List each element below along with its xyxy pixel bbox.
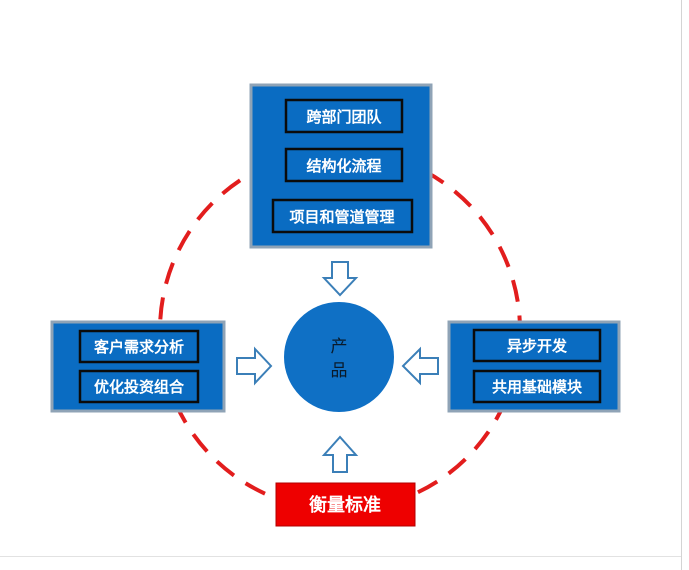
metric-label: 衡量标准: [309, 494, 381, 516]
top-item-box: [271, 198, 414, 234]
top-item-box: [284, 147, 404, 183]
arrow-up-icon: [321, 435, 359, 473]
arrow-left-icon: [401, 346, 439, 386]
left-panel: 客户需求分析 优化投资组合: [50, 320, 226, 413]
top-item-label: 跨部门团队: [306, 108, 382, 126]
arrow-right-icon: [236, 346, 273, 386]
right-item-box: [472, 328, 602, 363]
right-item-box: [472, 369, 602, 404]
arrow-down-icon: [321, 261, 359, 297]
product-center-circle: [284, 302, 394, 412]
right-item-label: 异步开发: [507, 337, 568, 355]
top-item-box: [284, 98, 404, 134]
left-item-box: [78, 329, 200, 364]
frame-edge-bottom: [0, 556, 681, 557]
left-item-box: [78, 369, 200, 404]
metric-box: [275, 482, 416, 527]
left-item-label: 客户需求分析: [93, 338, 184, 356]
frame-edge-right: [681, 0, 682, 570]
product-label-line1: 产: [331, 337, 348, 357]
left-item-label: 优化投资组合: [94, 378, 185, 396]
top-panel: 跨部门团队 结构化流程 项目和管道管理: [249, 83, 433, 249]
right-panel: 异步开发 共用基础模块: [447, 320, 621, 413]
top-item-label: 项目和管道管理: [289, 208, 394, 226]
right-item-label: 共用基础模块: [492, 378, 583, 396]
product-label-line2: 品: [331, 361, 348, 381]
top-item-label: 结构化流程: [306, 157, 381, 175]
